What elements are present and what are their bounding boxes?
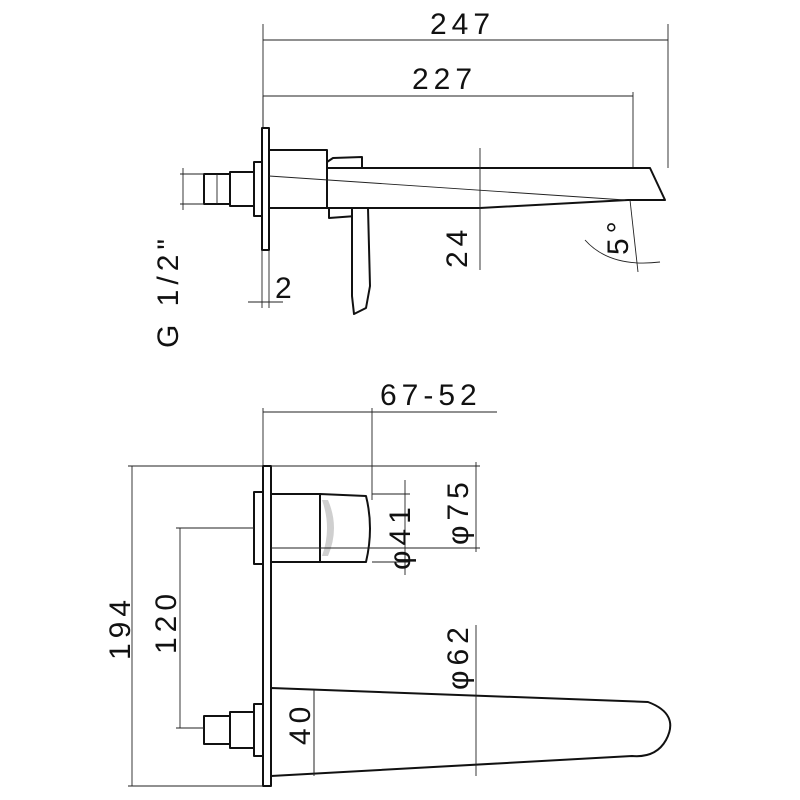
label-wall-depth: 67-52 (380, 379, 482, 412)
dim-overall-height (128, 465, 263, 787)
label-overall-height: 194 (104, 595, 137, 660)
dim-plate-thickness (248, 250, 283, 308)
label-thread: G 1/2" (152, 234, 185, 348)
dim-thread (180, 168, 204, 210)
label-overall-length: 247 (430, 8, 495, 41)
dim-overall-length (262, 24, 669, 168)
lever-handle-side (351, 207, 371, 315)
inlet-connector-side (203, 161, 263, 217)
label-handle-dia: φ41 (384, 502, 417, 570)
label-spout-dia: φ62 (442, 622, 475, 690)
label-spout-angle: 5° (602, 216, 635, 255)
dim-handle-plate (271, 462, 480, 575)
dim-spout-angle (584, 199, 661, 273)
label-plate-thickness: 2 (275, 272, 297, 305)
front-view: 67-52 φ41 φ75 (104, 379, 672, 787)
side-view: 247 227 24 5° (152, 8, 669, 348)
label-center-distance: 120 (150, 589, 183, 654)
spout-taper-line (268, 175, 626, 201)
inlet-connector-front (203, 703, 264, 757)
handle-front (253, 491, 371, 565)
label-plate-dia: φ75 (442, 477, 475, 545)
spout-side (326, 167, 666, 209)
label-spout-base: 40 (284, 702, 317, 745)
dim-wall-depth (262, 408, 497, 500)
wall-plate-side (261, 127, 270, 251)
label-spout-length: 227 (412, 63, 477, 96)
wall-plate-front (262, 465, 272, 787)
label-spout-height: 24 (441, 225, 474, 268)
spout-front (270, 687, 672, 777)
